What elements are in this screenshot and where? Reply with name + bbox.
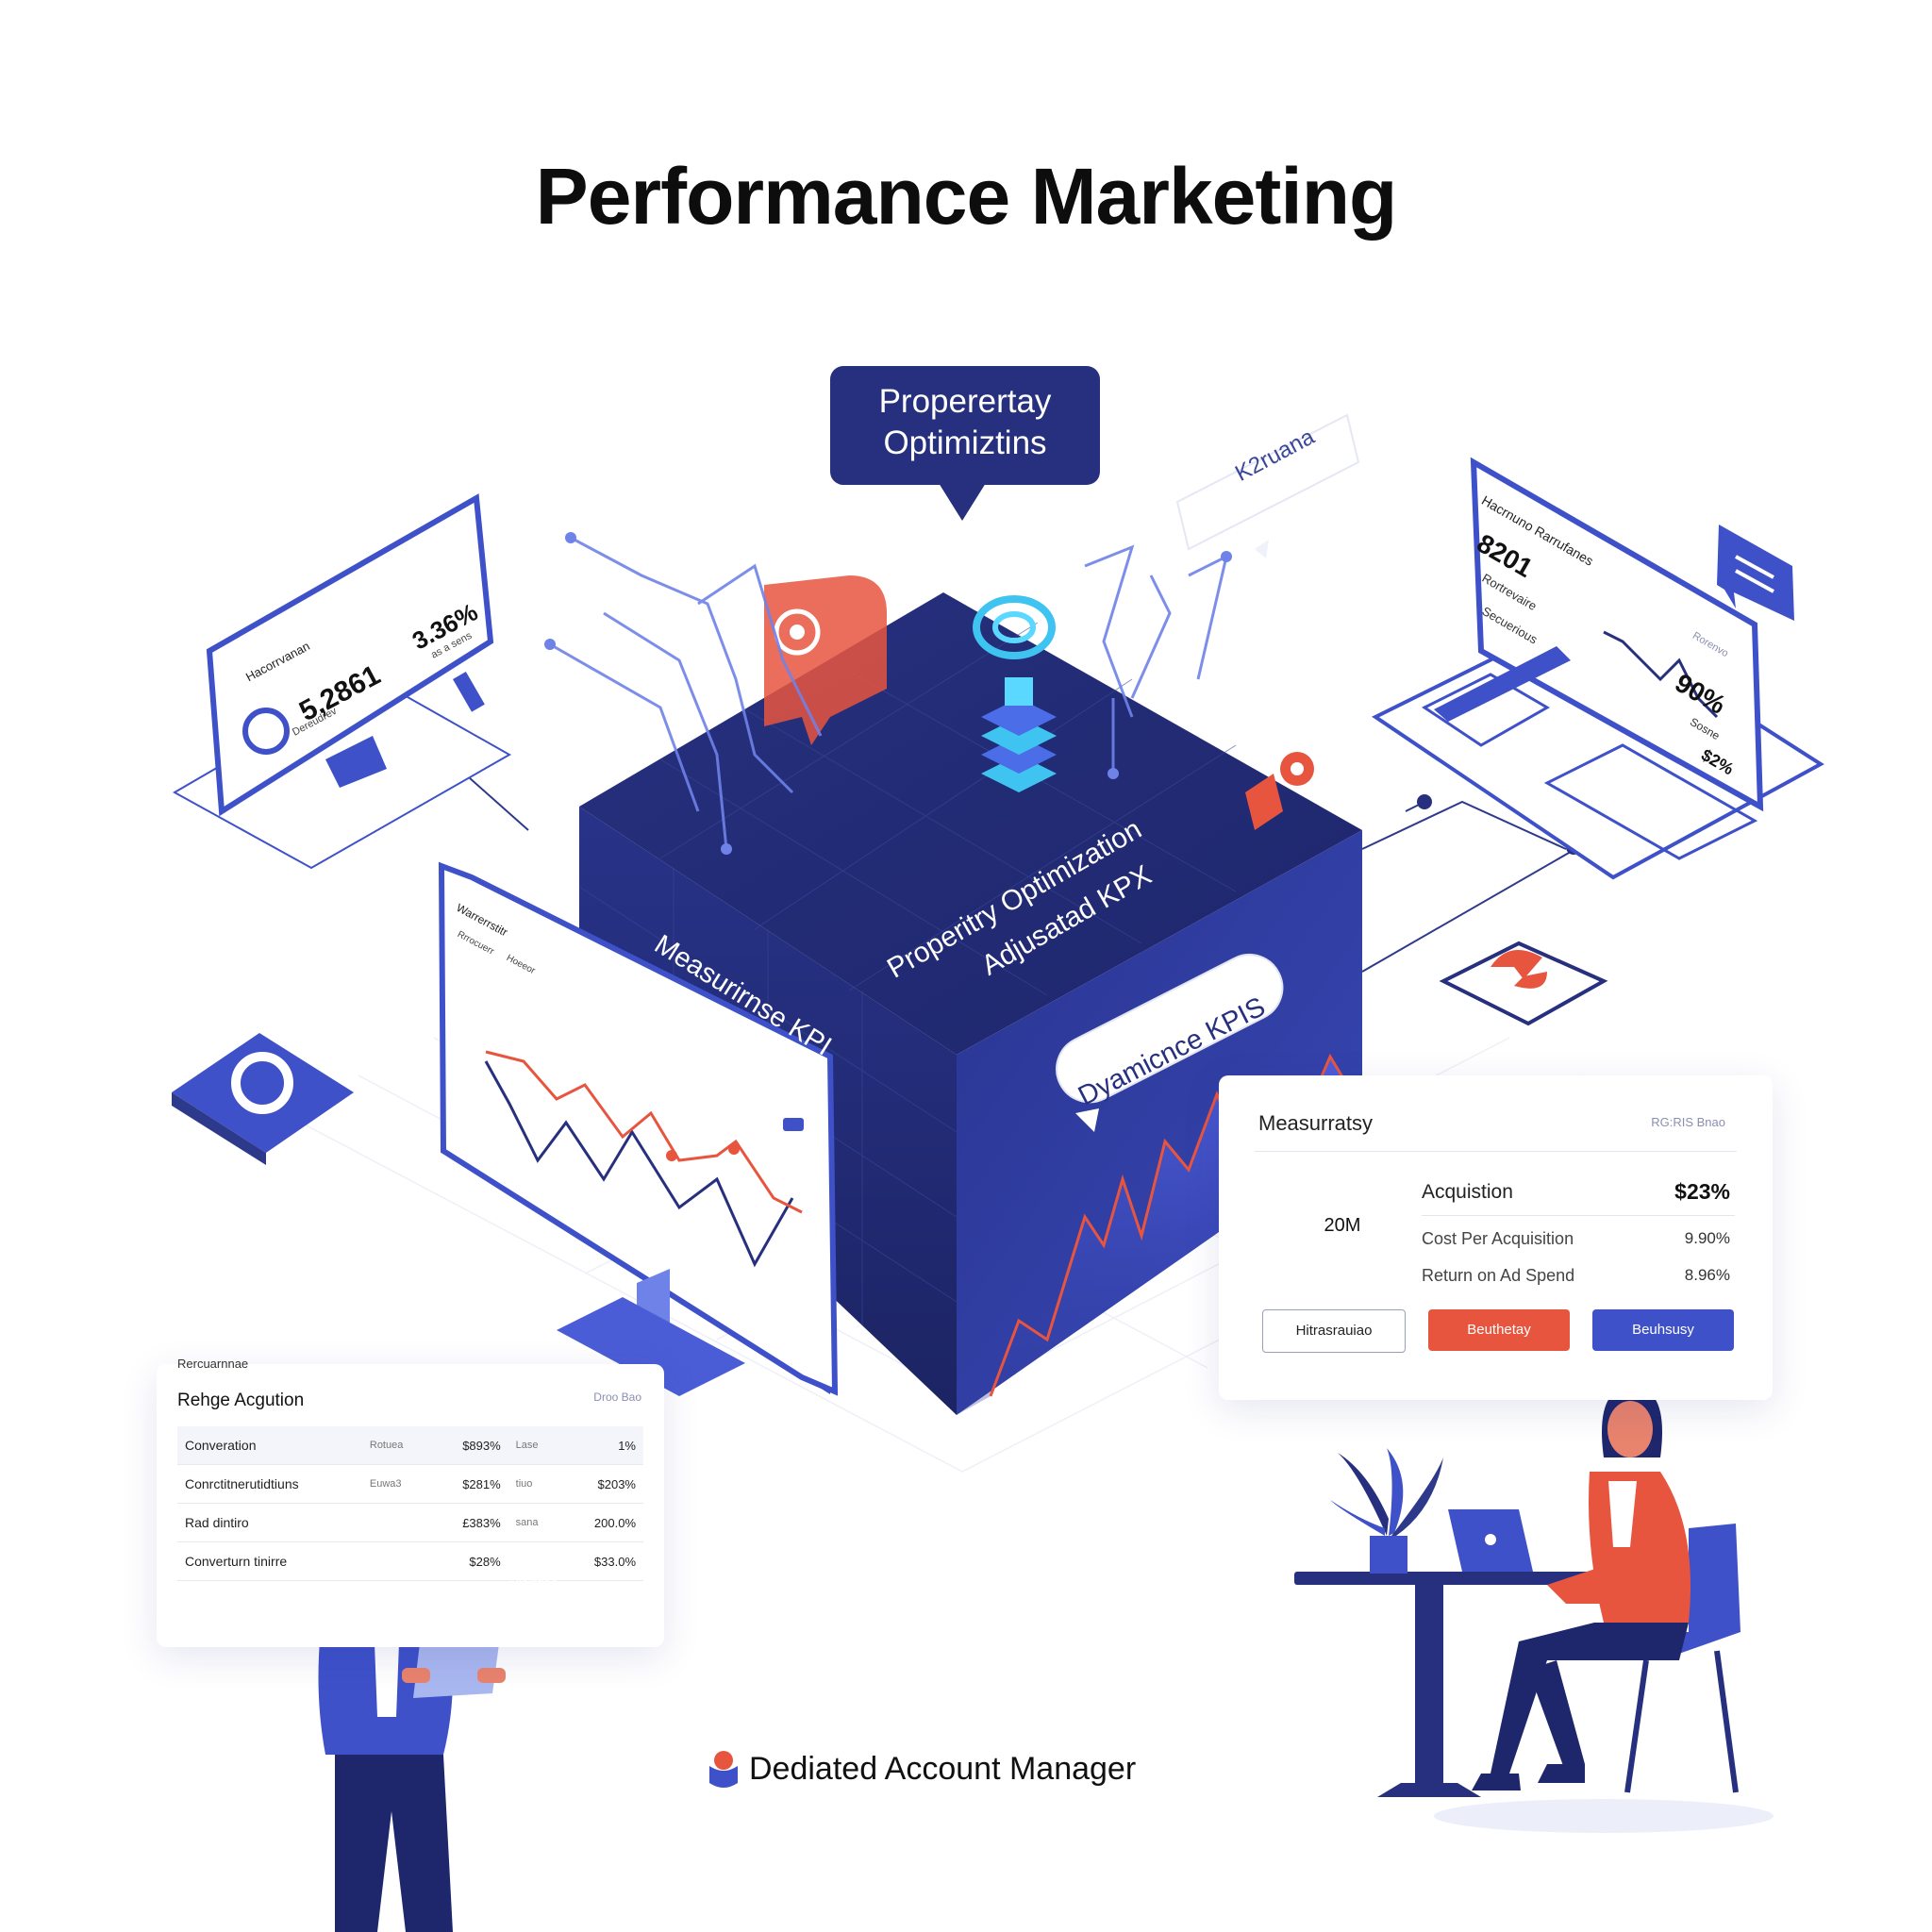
table-cell: Lase	[508, 1426, 562, 1465]
table-cell: 200.0%	[561, 1503, 643, 1542]
table-cell	[361, 1503, 432, 1542]
table-cell: Converation	[177, 1426, 362, 1465]
acq-header-right: Droo Bao	[593, 1391, 641, 1404]
table-cell: $203%	[561, 1464, 643, 1504]
table-cell: Converturn tinirre	[177, 1541, 362, 1581]
blue-button[interactable]: Beuhsusy	[1592, 1309, 1734, 1351]
table-cell: Rotuea	[361, 1426, 432, 1465]
divider	[1255, 1151, 1737, 1152]
table-cell	[508, 1541, 562, 1581]
top-callout-bubble: Properertay Optimiztins	[830, 366, 1100, 485]
tablet-bubble-line2: Eifinsettet	[507, 1594, 561, 1608]
kpi-row-value: 9.90%	[1684, 1229, 1730, 1247]
table-cell: Conrctitnerutidtiuns	[177, 1464, 362, 1504]
table-cell: 1%	[561, 1426, 643, 1465]
top-callout-line2: Optimiztins	[883, 425, 1047, 461]
kpi-row-value: $23%	[1674, 1179, 1730, 1204]
table-cell: $33.0%	[561, 1541, 643, 1581]
tablet-bubble-text: Diaibtine Eifinsettet	[491, 1574, 577, 1611]
red-button[interactable]: Beuthetay	[1428, 1309, 1570, 1351]
table-cell	[361, 1541, 432, 1581]
table-cell: tiuo	[508, 1464, 562, 1504]
outline-button[interactable]: Hitrasrauiao	[1262, 1309, 1406, 1353]
acq-title: Rehge Acgution	[177, 1391, 305, 1410]
tablet-bubble-line1: Diaibtine	[509, 1575, 558, 1590]
table-cell: £383%	[431, 1503, 508, 1542]
acq-pretitle: Rercuarnnae	[177, 1357, 249, 1371]
kpi-card-title: Measurratsy	[1258, 1111, 1374, 1135]
kpi-row-label: Return on Ad Spend	[1422, 1266, 1575, 1285]
table-cell: $28%	[431, 1541, 508, 1581]
top-callout-line1: Properertay	[878, 383, 1052, 420]
kpi-row-label: Acquistion	[1422, 1181, 1513, 1203]
kpi-card-header-right: RG:RIS Bnao	[1651, 1115, 1725, 1129]
kpi-row-value: 8.96%	[1684, 1266, 1730, 1284]
acq-table: Converation Rotuea $893% Lase 1% Conrcti…	[177, 1426, 643, 1581]
table-cell: $281%	[431, 1464, 508, 1504]
table-row: Converturn tinirre $28% $33.0%	[177, 1541, 643, 1581]
table-cell: sana	[508, 1503, 562, 1542]
table-cell: Euwa3	[361, 1464, 432, 1504]
divider	[1422, 1215, 1735, 1216]
table-row: Rad dintiro £383% sana 200.0%	[177, 1503, 643, 1542]
table-cell: $893%	[431, 1426, 508, 1465]
page-title: Performance Marketing	[535, 152, 1398, 241]
kpi-row-label: Cost Per Acquisition	[1422, 1229, 1574, 1248]
kpi-card: Measurratsy RG:RIS Bnao 20M Acquistion $…	[1219, 1075, 1773, 1400]
footer-label: Dediated Account Manager	[749, 1751, 1137, 1787]
table-cell: Rad dintiro	[177, 1503, 362, 1542]
donut-label: 20M	[1324, 1215, 1361, 1236]
table-row: Conrctitnerutidtiuns Euwa3 $281% tiuo $2…	[177, 1464, 643, 1504]
table-row: Converation Rotuea $893% Lase 1%	[177, 1426, 643, 1465]
acquisition-card: Rercuarnnae Rehge Acgution Droo Bao Conv…	[157, 1357, 664, 1647]
